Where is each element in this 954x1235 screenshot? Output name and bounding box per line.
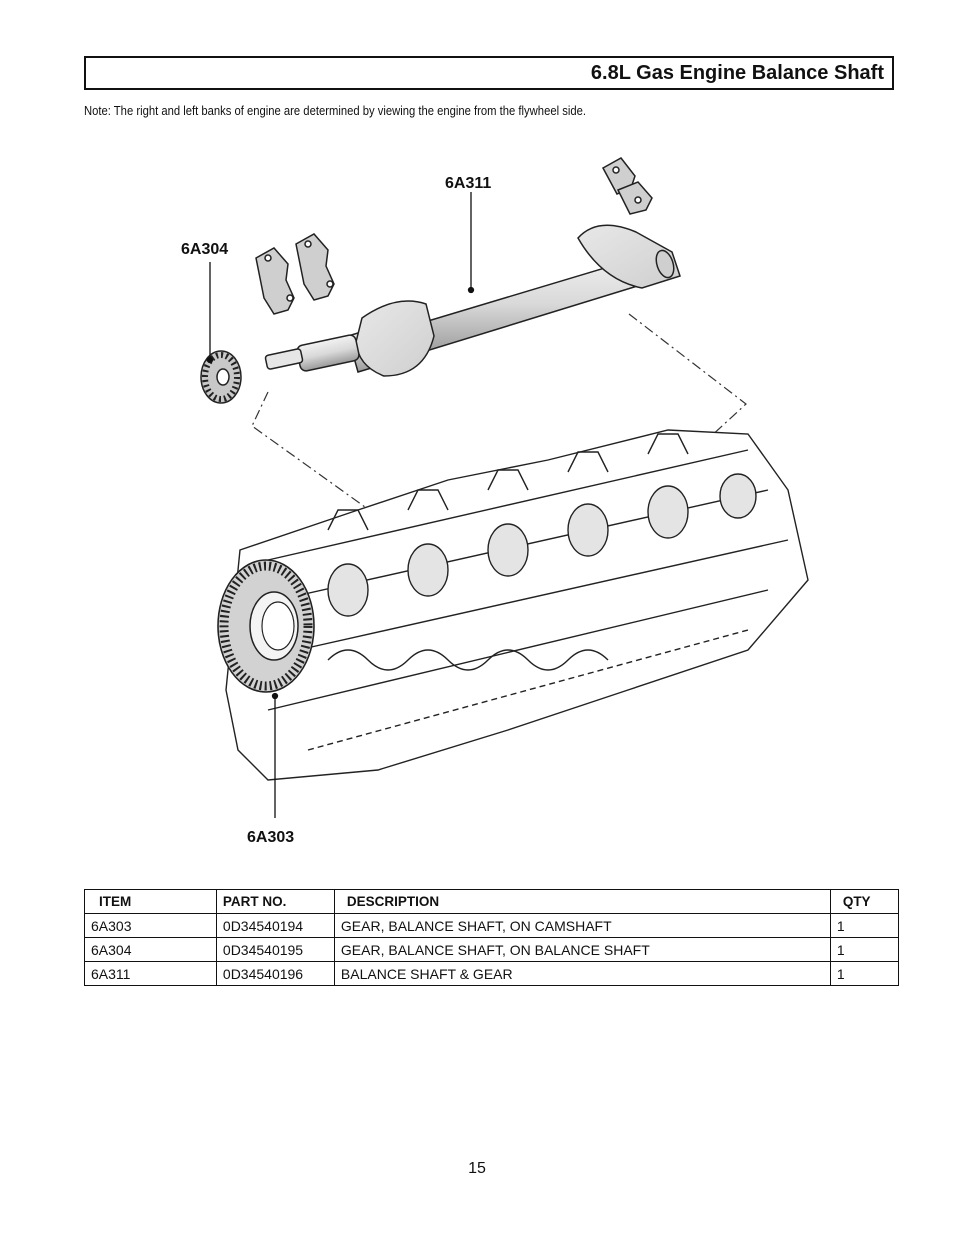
bearing-cap-right <box>601 157 653 215</box>
table-row: 6A304 0D34540195 GEAR, BALANCE SHAFT, ON… <box>84 937 900 962</box>
cell-description: GEAR, BALANCE SHAFT, ON BALANCE SHAFT <box>333 937 831 962</box>
cell-part-no: 0D34540194 <box>215 913 335 938</box>
column-header-qty: QTY <box>829 889 900 914</box>
callout-6A304: 6A304 <box>181 241 228 258</box>
note-text: Note: The right and left banks of engine… <box>84 104 586 118</box>
parts-table: ITEM PART NO. DESCRIPTION QTY 6A303 0D34… <box>84 889 900 986</box>
cell-description: BALANCE SHAFT & GEAR <box>333 961 831 986</box>
callout-6A311: 6A311 <box>445 175 491 192</box>
cell-item: 6A303 <box>84 913 217 938</box>
cell-qty: 1 <box>829 937 900 962</box>
page-number: 15 <box>468 1160 486 1177</box>
cell-qty: 1 <box>829 961 900 986</box>
cell-qty: 1 <box>829 913 900 938</box>
title-box: 6.8L Gas Engine Balance Shaft <box>84 56 894 90</box>
cell-part-no: 0D34540196 <box>215 961 335 986</box>
cell-part-no: 0D34540195 <box>215 937 335 962</box>
callout-6A303: 6A303 <box>247 829 294 846</box>
column-header-item: ITEM <box>84 889 217 914</box>
gear-6A303 <box>217 559 315 693</box>
balance-shaft <box>264 224 681 377</box>
table-header-row: ITEM PART NO. DESCRIPTION QTY <box>84 889 900 914</box>
table-row: 6A311 0D34540196 BALANCE SHAFT & GEAR 1 <box>84 961 900 986</box>
cell-description: GEAR, BALANCE SHAFT, ON CAMSHAFT <box>333 913 831 938</box>
column-header-part-no: PART NO. <box>215 889 335 914</box>
cell-item: 6A304 <box>84 937 217 962</box>
exploded-view-diagram: 6A311 6A304 6A303 <box>148 130 832 866</box>
column-header-description: DESCRIPTION <box>333 889 831 914</box>
gear-6A304 <box>200 350 242 404</box>
page-title: 6.8L Gas Engine Balance Shaft <box>590 61 884 84</box>
engine-block <box>225 429 809 781</box>
leader-lines <box>206 192 475 818</box>
bearing-caps-left <box>255 233 335 315</box>
cell-item: 6A311 <box>84 961 217 986</box>
table-row: 6A303 0D34540194 GEAR, BALANCE SHAFT, ON… <box>84 913 900 938</box>
